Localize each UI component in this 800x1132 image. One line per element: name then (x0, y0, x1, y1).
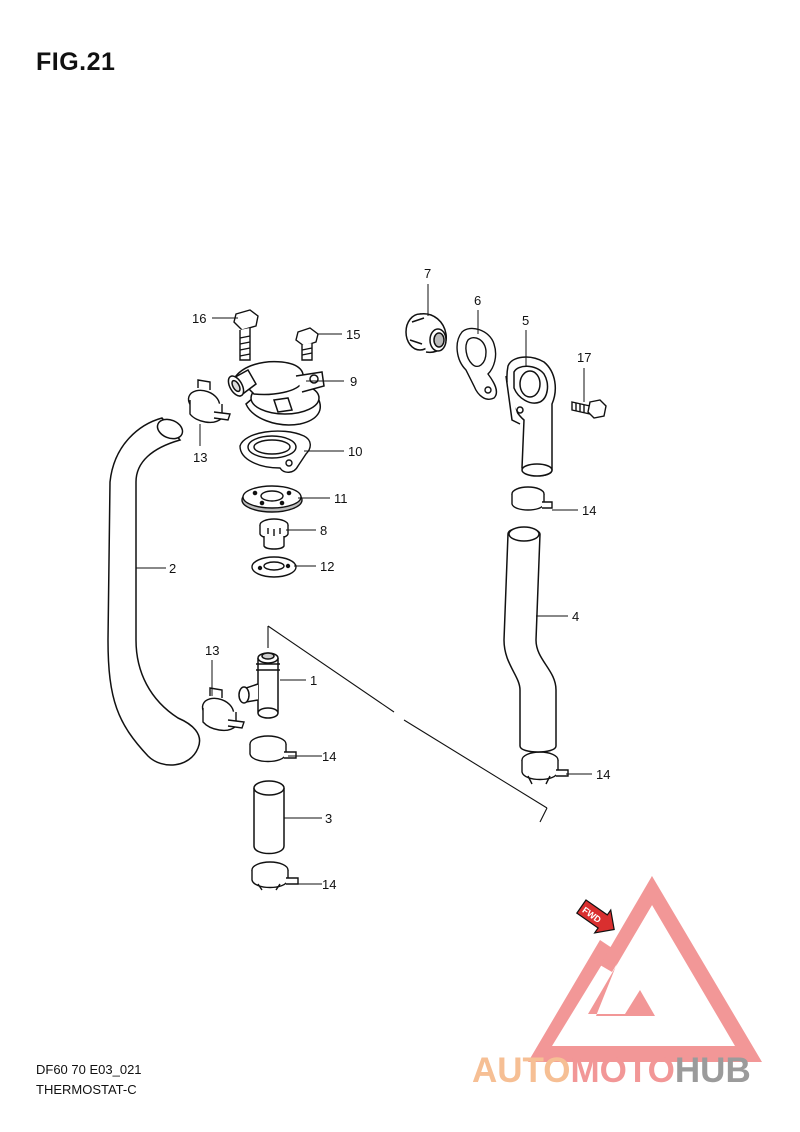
callout-14-lower-right: 14 (596, 767, 610, 782)
callout-4: 4 (572, 609, 579, 624)
part-9-thermostat-cover (225, 362, 324, 425)
callout-14-middle: 14 (322, 749, 336, 764)
part-12-washer (252, 557, 296, 577)
part-14-clamp-upper-right (512, 487, 552, 510)
callout-16: 16 (192, 311, 206, 326)
callout-6: 6 (474, 293, 481, 308)
document-subtitle: THERMOSTAT-C (36, 1082, 137, 1097)
callout-14-upper-right: 14 (582, 503, 596, 518)
part-14-clamp-bottom (252, 862, 298, 890)
callout-9: 9 (350, 374, 357, 389)
part-10-gasket (240, 431, 310, 472)
document-code: DF60 70 E03_021 (36, 1062, 142, 1077)
callout-11: 11 (334, 491, 348, 506)
part-14-clamp-middle (250, 736, 296, 762)
part-1-t-joint (239, 653, 280, 718)
watermark-brand-part3: HUB (675, 1051, 751, 1090)
part-13-clamp-upper (185, 380, 230, 422)
callout-8: 8 (320, 523, 327, 538)
watermark-logo: AUTOMOTOHUB (472, 876, 762, 1090)
part-17-bolt (572, 400, 606, 418)
part-4-hose (504, 527, 556, 752)
callout-10: 10 (348, 444, 362, 459)
assembly-lines (267, 625, 548, 823)
callout-17: 17 (577, 350, 591, 365)
callout-labels: 16 15 9 10 11 8 12 1 2 3 14 14 14 14 4 7… (169, 266, 610, 892)
callout-1: 1 (310, 673, 317, 688)
leader-lines (136, 284, 592, 885)
watermark-text: AUTOMOTOHUB (472, 1051, 751, 1090)
watermark-brand-part1: AUTO (472, 1051, 571, 1090)
callout-13-lower: 13 (205, 643, 219, 658)
part-14-clamp-lower-right (522, 752, 568, 784)
callout-15: 15 (346, 327, 360, 342)
part-13-clamp-lower (199, 688, 244, 730)
part-8-thermostat (260, 519, 288, 549)
watermark-brand-part2: MOTO (571, 1051, 675, 1090)
part-16-bolt (234, 310, 258, 360)
part-15-bolt (296, 328, 318, 360)
callout-2: 2 (169, 561, 176, 576)
callout-7: 7 (424, 266, 431, 281)
part-5-elbow-housing (506, 357, 555, 476)
figure-title: FIG.21 (36, 48, 116, 76)
callout-13-upper: 13 (193, 450, 207, 465)
callout-3: 3 (325, 811, 332, 826)
part-11-seal (242, 486, 302, 512)
part-3-hose (254, 781, 284, 854)
callout-14-bottom: 14 (322, 877, 336, 892)
forward-direction-badge: FWD (575, 899, 615, 934)
callout-5: 5 (522, 313, 529, 328)
part-7-cap (406, 314, 446, 353)
part-6-gasket (457, 328, 496, 399)
callout-12: 12 (320, 559, 334, 574)
part-2-hose (108, 416, 200, 765)
